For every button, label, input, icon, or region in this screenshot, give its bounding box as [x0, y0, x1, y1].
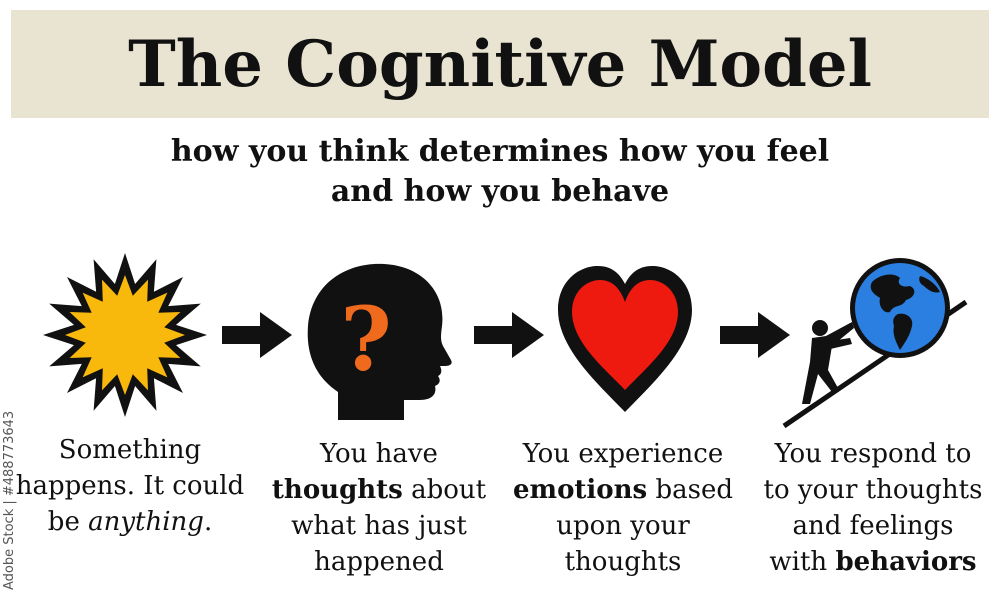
caption-line: You respond to: [774, 439, 972, 469]
heart-icon: [558, 266, 692, 412]
arrow-right-icon: [720, 312, 790, 358]
watermark-id: Adobe Stock | #488773643: [2, 410, 17, 590]
question-mark: ?: [340, 287, 392, 391]
caption-line: upon your: [556, 511, 690, 541]
caption-line: happened: [314, 547, 444, 577]
head-question-icon: ?: [307, 263, 452, 420]
caption-step-1: Something happens. It could be anything.: [2, 432, 258, 540]
page-title: The Cognitive Model: [128, 26, 872, 102]
caption-line: thoughts about: [271, 475, 487, 505]
caption-line: with behaviors: [769, 547, 977, 577]
caption-step-4: You respond to to your thoughts and feel…: [748, 436, 998, 580]
arrow-right-icon: [474, 312, 544, 358]
caption-line: happens. It could: [15, 471, 245, 501]
sun-burst-icon: [43, 253, 207, 417]
caption-line: thoughts: [564, 547, 682, 577]
subtitle: how you think determines how you feel an…: [0, 132, 1000, 212]
caption-line: to your thoughts: [763, 475, 983, 505]
caption-line: be anything.: [47, 507, 213, 537]
caption-line: Something: [58, 435, 202, 465]
arrow-right-icon: [222, 312, 292, 358]
caption-step-2: You have thoughts about what has just ha…: [256, 436, 502, 580]
subtitle-line-1: how you think determines how you feel: [170, 134, 830, 169]
subtitle-line-2: and how you behave: [330, 174, 670, 209]
caption-line: You have: [320, 439, 438, 469]
caption-line: emotions based: [513, 475, 733, 505]
caption-line: You experience: [522, 439, 724, 469]
caption-line: and feelings: [792, 511, 954, 541]
person-pushing-globe-icon: [782, 258, 968, 429]
title-banner: The Cognitive Model: [11, 10, 989, 118]
caption-line: what has just: [291, 511, 467, 541]
caption-step-3: You experience emotions based upon your …: [500, 436, 746, 580]
